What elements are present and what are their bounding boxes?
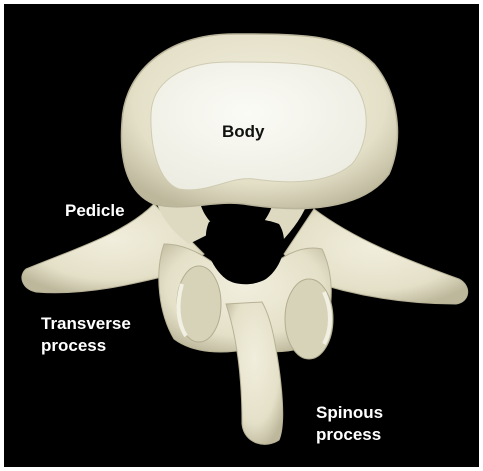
label-transverse-line2: process — [41, 335, 131, 357]
articular-facet-right — [285, 279, 333, 359]
label-transverse-line1: Transverse — [41, 313, 131, 335]
label-spinous-process: Spinous process — [316, 402, 383, 446]
label-transverse-process: Transverse process — [41, 313, 131, 357]
vertebra-drawing — [4, 4, 479, 467]
vertebra-illustration: Body Pedicle Transverse process Spinous … — [4, 4, 479, 467]
label-body: Body — [222, 121, 265, 143]
label-pedicle: Pedicle — [65, 200, 125, 222]
label-spinous-line1: Spinous — [316, 402, 383, 424]
label-spinous-line2: process — [316, 424, 383, 446]
